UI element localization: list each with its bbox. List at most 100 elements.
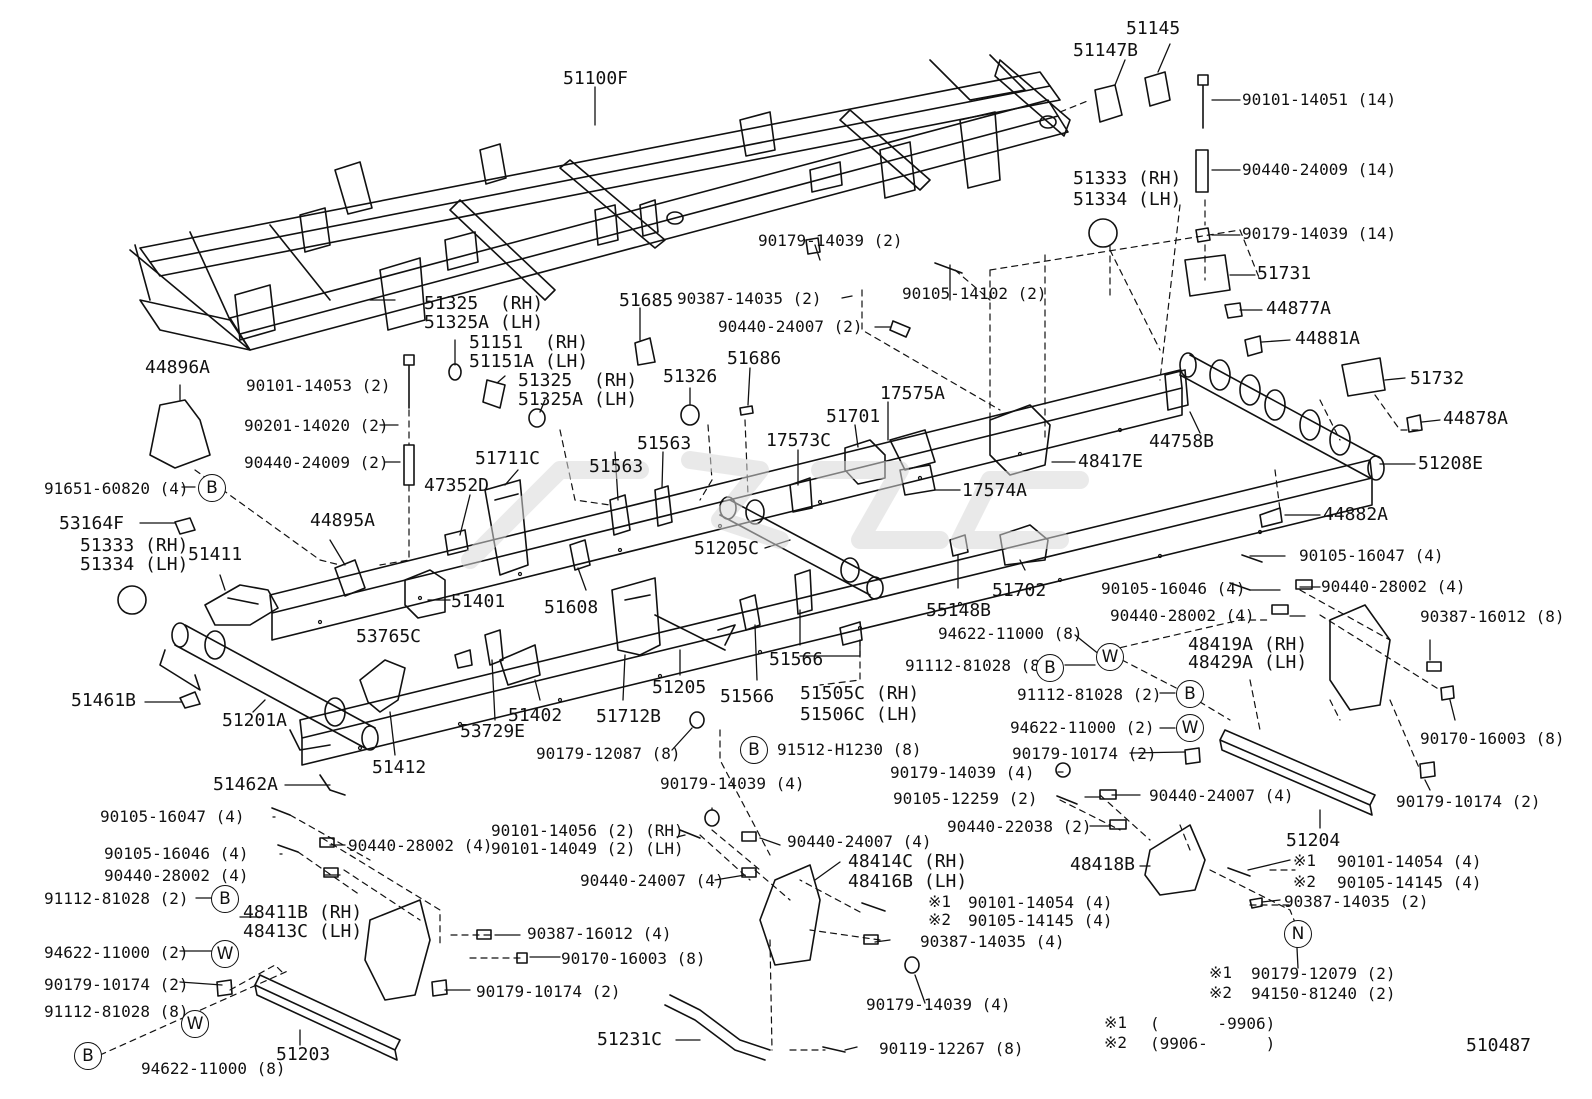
label-44878A: 44878A (1443, 408, 1509, 429)
collar-90440-24009-2 (403, 444, 415, 486)
bracket-51401 (404, 569, 446, 619)
diagram-id: 510487 (1466, 1035, 1532, 1056)
label-51505C: 51505C (RH) (800, 683, 920, 704)
bracket-44882A (1259, 507, 1283, 528)
label-51325-rh: 51325 (RH) (424, 293, 544, 314)
label-51608: 51608 (544, 597, 599, 618)
label-51208E: 51208E (1418, 453, 1484, 474)
label-90101-14051: 90101-14051 (14) (1242, 90, 1397, 109)
label-51732: 51732 (1410, 368, 1465, 389)
label-90101-14049: 90101-14049 (2) (LH) (491, 839, 684, 858)
bracket-51412 (359, 659, 406, 713)
label-90387-16012-l: 90387-16012 (4) (527, 924, 672, 943)
label-51334-lh-b: 51334 (LH) (80, 554, 189, 575)
label-90179-10174-2l: 90179-10174 (2) (44, 975, 189, 994)
label-51201A: 51201A (222, 710, 288, 731)
label-90440-24009-2: 90440-24009 (2) (244, 453, 389, 472)
label-51712B: 51712B (596, 706, 662, 727)
bolt-90101-14053 (403, 354, 415, 409)
bolt-90105-14102 (934, 262, 963, 274)
label-44895A: 44895A (310, 510, 376, 531)
label-90105-16047-r: 90105-16047 (4) (1299, 546, 1444, 565)
symbol-b: B (198, 474, 226, 502)
label-94622-11000-8r: 94622-11000 (8) (938, 624, 1083, 643)
label-51203: 51203 (276, 1044, 331, 1065)
gusset-48419A (1329, 604, 1391, 711)
label-51402: 51402 (508, 705, 563, 726)
label-51461B: 51461B (71, 690, 137, 711)
label-90440-24007-4r: 90440-24007 (4) (1149, 786, 1294, 805)
label-91651-60820: 91651-60820 (4) (44, 479, 189, 498)
symbol-w: W (1176, 714, 1204, 742)
label-51333-rh-b: 51333 (RH) (80, 535, 189, 556)
bolt-90101-14051 (1197, 74, 1209, 129)
label-51205: 51205 (652, 677, 707, 698)
label-90101-14056: 90101-14056 (2) (RH) (491, 821, 684, 840)
part-51732 (1341, 357, 1386, 397)
label-44882A: 44882A (1323, 504, 1389, 525)
symbol-b: B (1036, 654, 1064, 682)
label-91112-81028-8l: 91112-81028 (8) (44, 1002, 189, 1021)
label-90170-16003-l: 90170-16003 (8) (561, 949, 706, 968)
label-51506C: 51506C (LH) (800, 704, 920, 725)
bracket-51505C (839, 621, 863, 646)
label-90440-24007-2: 90440-24007 (2) (718, 317, 863, 336)
upper-frame-assembly (129, 54, 1071, 351)
label-90440-22038: 90440-22038 (2) (947, 817, 1092, 836)
label-51702: 51702 (992, 580, 1047, 601)
label-91112-81028-8r: 91112-81028 (8) (905, 656, 1050, 675)
footnote-mark-1: ※1 (928, 892, 952, 911)
label-48413C: 48413C (LH) (243, 921, 363, 942)
label-51325-rh-2: 51325 (RH) (518, 370, 638, 391)
label-51145: 51145 (1126, 18, 1181, 39)
label-94150-81240: 94150-81240 (2) (1251, 984, 1396, 1003)
label-51686: 51686 (727, 348, 782, 369)
label-44877A: 44877A (1266, 298, 1332, 319)
collar-51151 (482, 379, 506, 409)
label-90105-14102: 90105-14102 (2) (902, 284, 1047, 303)
label-90179-12087: 90179-12087 (8) (536, 744, 681, 763)
label-48411B: 48411B (RH) (243, 902, 363, 923)
bracket-51566a (739, 594, 761, 631)
label-90179-12079: 90179-12079 (2) (1251, 964, 1396, 983)
part-51145 (1144, 71, 1171, 107)
label-90440-24009-14: 90440-24009 (14) (1242, 160, 1397, 179)
nut-90179-14039-2 (805, 237, 821, 255)
part-51731 (1184, 254, 1231, 297)
symbol-b: B (1176, 680, 1204, 708)
label-90387-14035-2: 90387-14035 (2) (677, 289, 822, 308)
collar-90440-24007-2 (889, 320, 911, 338)
label-91512-H1230: 91512-H1230 (8) (777, 740, 922, 759)
label-90440-24007-4m1: 90440-24007 (4) (787, 832, 932, 851)
bracket-51566b (794, 569, 813, 615)
symbol-w: W (181, 1010, 209, 1038)
label-51333-rh: 51333 (RH) (1073, 168, 1182, 189)
bracket-51411 (204, 584, 279, 626)
bracket-17573C (789, 477, 813, 513)
label-90179-10174-2rr: 90179-10174 (2) (1396, 792, 1541, 811)
label-51231C: 51231C (597, 1029, 663, 1050)
label-51731: 51731 (1257, 263, 1312, 284)
part-44881A (1244, 335, 1263, 357)
label-51411: 51411 (188, 544, 243, 565)
label-51205C: 51205C (694, 538, 760, 559)
crossmember-51208E (1179, 352, 1385, 481)
label-90101-14054-m: 90101-14054 (4) (968, 893, 1113, 912)
bracket-48417E (989, 404, 1051, 476)
label-51462A: 51462A (213, 774, 279, 795)
bracket-51712B (611, 577, 661, 656)
bracket-17575A (889, 429, 936, 471)
watermark-logo (461, 451, 1089, 569)
label-51100F: 51100F (563, 68, 629, 89)
label-90179-10174-2r: 90179-10174 (2) (1012, 744, 1157, 763)
label-51151-rh: 51151 (RH) (469, 332, 589, 353)
label-44896A: 44896A (145, 357, 211, 378)
label-51326: 51326 (663, 366, 718, 387)
rail-51204 (1219, 729, 1376, 816)
label-48429A: 48429A (LH) (1188, 652, 1308, 673)
bracket-51563b (654, 485, 673, 527)
nut-90179-14039-14 (1195, 227, 1211, 243)
symbol-w: W (1096, 643, 1124, 671)
